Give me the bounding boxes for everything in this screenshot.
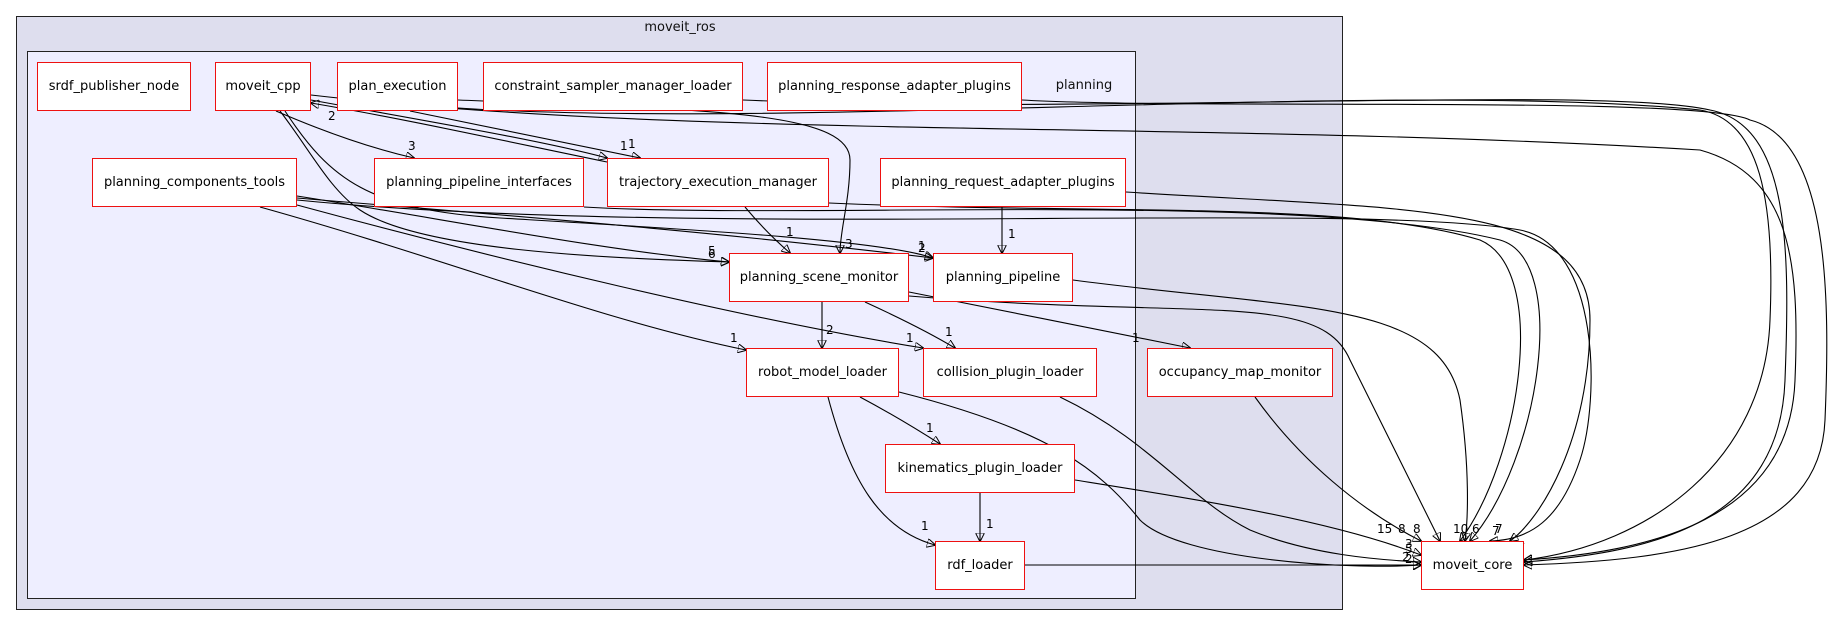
edge-label-plan-execution-to-planning-scene-monitor: 3 xyxy=(845,237,853,251)
edge-label-robot-model-loader-to-rdf-loader: 1 xyxy=(921,519,929,533)
edge-label-planning-scene-monitor-to-robot-model-loader: 2 xyxy=(826,323,834,337)
edge-label-plan-execution-to-trajectory-execution-manager: 1 xyxy=(628,137,636,151)
edge-planning-components-tools-to-collision-plugin-loader xyxy=(296,204,923,348)
edge-plan-execution-to-trajectory-execution-manager xyxy=(409,110,640,158)
edge-label-planning-scene-monitor-to-occupancy-map-monitor: 1 xyxy=(1132,331,1140,345)
edge-label-kinematics-plugin-loader-to-moveit-core: 2 xyxy=(1405,552,1413,566)
edge-label-trajectory-execution-manager-to-planning-scene-monitor: 1 xyxy=(786,225,794,239)
edge-trajectory-execution-manager-to-moveit-core xyxy=(828,202,1522,541)
edge-label-planning-request-adapter-plugins-to-planning-pipeline: 1 xyxy=(1008,227,1016,241)
edge-label-occupancy-map-monitor-to-moveit-core: 8 xyxy=(1413,522,1421,536)
node-planning-scene-monitor[interactable]: planning_scene_monitor xyxy=(729,253,909,302)
node-planning-request-adapter-plugins[interactable]: planning_request_adapter_plugins xyxy=(880,158,1126,207)
edge-moveit-cpp-to-planning-scene-monitor xyxy=(279,110,729,262)
edge-moveit-cpp-to-planning-pipeline xyxy=(284,110,933,258)
edge-label-planning-components-tools-to-collision-plugin-loader: 1 xyxy=(906,331,914,345)
edge-planning-scene-monitor-to-collision-plugin-loader xyxy=(864,301,955,348)
node-rdf-loader[interactable]: rdf_loader xyxy=(935,541,1025,590)
edge-planning-components-tools-to-planning-scene-monitor xyxy=(296,195,729,262)
edge-robot-model-loader-to-rdf-loader xyxy=(827,396,935,545)
cluster-moveit-ros-label: moveit_ros xyxy=(644,20,716,35)
node-planning-response-adapter-plugins[interactable]: planning_response_adapter_plugins xyxy=(767,62,1022,111)
edge-label-planning-components-tools-to-planning-pipeline: 1 xyxy=(918,239,926,253)
edge-label-planning-scene-monitor-to-collision-plugin-loader: 1 xyxy=(945,325,953,339)
node-srdf-publisher-node[interactable]: srdf_publisher_node xyxy=(37,62,191,111)
cluster-planning-label: planning xyxy=(1055,78,1113,93)
edge-label-planning-scene-monitor-to-moveit-core: 15 xyxy=(1377,522,1392,536)
node-collision-plugin-loader[interactable]: collision_plugin_loader xyxy=(923,348,1097,397)
edge-label-planning-components-tools-to-moveit-core: 7 xyxy=(1495,522,1503,536)
edge-label-trajectory-execution-manager-to-moveit-core: 10 xyxy=(1453,522,1468,536)
edge-planning-components-tools-to-planning-pipeline xyxy=(296,197,933,258)
node-occupancy-map-monitor[interactable]: occupancy_map_monitor xyxy=(1147,348,1333,397)
edge-label-plan-execution-to-moveit-cpp: 2 xyxy=(328,109,336,123)
edge-planning-request-adapter-plugins-to-moveit-core xyxy=(1125,191,1591,541)
edge-planning-pipeline-to-moveit-core xyxy=(1072,279,1467,541)
edge-trajectory-execution-manager-to-planning-scene-monitor xyxy=(744,206,790,253)
node-moveit-cpp[interactable]: moveit_cpp xyxy=(215,62,311,111)
edge-label-planning-components-tools-to-robot-model-loader: 1 xyxy=(730,331,738,345)
edge-label-rdf-loader-to-moveit-core: 2 xyxy=(1402,550,1410,564)
edge-plan-execution-to-moveit-cpp xyxy=(311,103,608,163)
node-trajectory-execution-manager[interactable]: trajectory_execution_manager xyxy=(607,158,829,207)
edge-label-moveit-cpp-to-planning-pipeline: 2 xyxy=(918,241,926,255)
node-robot-model-loader[interactable]: robot_model_loader xyxy=(746,348,899,397)
edge-label-planning-request-adapter-plugins-to-moveit-core: 7 xyxy=(1492,524,1500,538)
edge-label-kinematics-plugin-loader-to-rdf-loader: 1 xyxy=(986,517,994,531)
edge-planning-components-tools-to-robot-model-loader xyxy=(259,206,746,350)
edge-label-planning-components-tools-to-planning-scene-monitor: 5 xyxy=(708,244,716,258)
edge-robot-model-loader-to-kinematics-plugin-loader xyxy=(859,396,940,444)
edge-kinematics-plugin-loader-to-moveit-core xyxy=(1074,479,1421,555)
edge-label-collision-plugin-loader-to-moveit-core: 3 xyxy=(1405,537,1413,551)
node-planning-components-tools[interactable]: planning_components_tools xyxy=(92,158,297,207)
node-moveit-core[interactable]: moveit_core xyxy=(1421,541,1524,590)
edge-collision-plugin-loader-to-moveit-core xyxy=(1059,396,1421,562)
cluster-planning xyxy=(27,51,1136,599)
edge-label-moveit-cpp-to-planning-scene-monitor: 6 xyxy=(708,247,716,261)
edge-planning-response-adapter-plugins-to-moveit-core xyxy=(1021,99,1828,565)
edge-label-moveit-cpp-to-trajectory-execution-manager: 1 xyxy=(620,139,628,153)
edge-label-moveit-cpp-to-planning-pipeline-interfaces: 3 xyxy=(408,139,416,153)
edge-moveit-cpp-to-planning-pipeline-interfaces xyxy=(275,110,414,158)
node-planning-pipeline[interactable]: planning_pipeline xyxy=(933,253,1073,302)
node-plan-execution[interactable]: plan_execution xyxy=(337,62,458,111)
edge-label-planning-pipeline-interfaces-to-moveit-core: 6 xyxy=(1472,522,1480,536)
node-constraint-sampler-manager-loader[interactable]: constraint_sampler_manager_loader xyxy=(483,62,743,111)
edge-label-planning-pipeline-to-moveit-core: 8 xyxy=(1398,522,1406,536)
edge-label-robot-model-loader-to-moveit-core: 5 xyxy=(1405,542,1413,556)
edge-label-robot-model-loader-to-kinematics-plugin-loader: 1 xyxy=(926,421,934,435)
node-kinematics-plugin-loader[interactable]: kinematics_plugin_loader xyxy=(885,444,1075,493)
node-planning-pipeline-interfaces[interactable]: planning_pipeline_interfaces xyxy=(374,158,584,207)
edge-planning-scene-monitor-to-moveit-core xyxy=(908,295,1440,541)
edge-occupancy-map-monitor-to-moveit-core xyxy=(1254,396,1421,541)
edge-moveit-cpp-to-moveit-core xyxy=(310,94,1797,560)
